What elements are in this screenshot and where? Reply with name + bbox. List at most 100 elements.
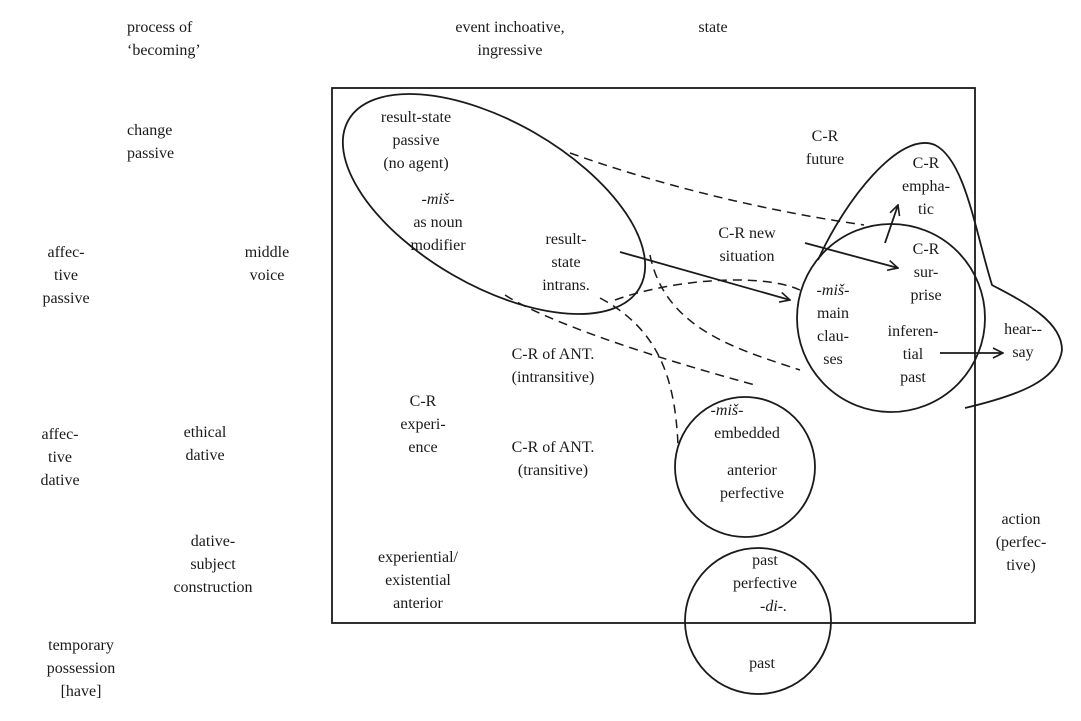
label-affective-passive-line-1: affec-: [47, 244, 85, 261]
label-cr-experience-line-3: ence: [408, 439, 438, 456]
label-inferential-past-line-2: tial: [902, 346, 924, 363]
label-mis-modifier-line-1: as noun: [413, 214, 463, 231]
label-inferential-past: inferen- tial past: [888, 320, 939, 389]
label-cr-experience-line-2: experi-: [400, 416, 446, 433]
label-change-passive: change passive: [127, 119, 174, 165]
label-anterior-perfective-line-1: anterior: [727, 462, 777, 479]
label-affective-dative-line-2: tive: [48, 449, 72, 466]
label-action-perfective-line-3: tive): [1006, 557, 1036, 574]
result-state-ellipse: [341, 93, 647, 315]
label-cr-new-situation: C-R new situation: [718, 222, 775, 268]
label-cr-surprise-line-2: sur-: [913, 264, 939, 281]
label-cr-emphatic-line-1: C-R: [912, 155, 940, 172]
label-affective-passive-line-3: passive: [42, 290, 90, 307]
label-action-perfective-line-2: (perfec-: [995, 534, 1047, 551]
label-cr-surprise-line-3: prise: [910, 287, 942, 304]
label-cr-ant-intransitive: C-R of ANT. (intransitive): [512, 343, 595, 389]
label-cr-emphatic-line-2: empha-: [902, 178, 950, 195]
label-cr-emphatic: C-R empha- tic: [902, 152, 950, 221]
label-result-state-intrans-line-3: intrans.: [542, 277, 590, 294]
label-result-state-passive: result-state passive (no agent): [381, 106, 451, 175]
dashed-link-to-emphatic: [569, 152, 865, 226]
label-past-perfective-line-2: perfective: [733, 575, 797, 592]
label-action-perfective-line-1: action: [1001, 511, 1041, 528]
label-cr-future-line-2: future: [805, 151, 845, 168]
label-event-inchoative-line-2: ingressive: [477, 42, 543, 59]
label-result-state-intrans: result- state intrans.: [542, 228, 590, 297]
label-cr-experience-line-1: C-R: [409, 393, 437, 410]
label-temporary-possession-line-3: [have]: [60, 683, 102, 700]
label-action-perfective: action (perfec- tive): [996, 508, 1047, 577]
label-middle-voice-line-2: voice: [249, 267, 285, 284]
label-anterior-perfective: anterior perfective: [720, 459, 784, 505]
label-event-inchoative: event inchoative, ingressive: [455, 16, 564, 62]
label-past-perfective: past perfective: [733, 549, 797, 595]
label-mis-main-marker: -miš-: [816, 282, 850, 299]
label-temporary-possession: temporary possession [have]: [47, 634, 115, 703]
label-cr-new-situation-line-1: C-R new: [718, 225, 776, 242]
label-cr-emphatic-line-3: tic: [917, 201, 934, 218]
arrow-intrans-to-main-clauses: [619, 251, 790, 300]
label-ethical-dative: ethical dative: [184, 421, 227, 467]
label-process-becoming-line-1: process of: [127, 19, 193, 36]
mis-embedded-circle: [674, 396, 816, 538]
label-cr-experience: C-R experi- ence: [400, 390, 445, 459]
label-state-line: state: [698, 19, 728, 36]
dashed-link-to-embedded-lower: [599, 297, 679, 446]
label-mis-modifier-line-2: modifier: [410, 237, 466, 254]
label-dative-subject-line-1: dative-: [190, 533, 236, 550]
label-inferential-past-line-3: past: [900, 369, 926, 386]
label-affective-dative: affec- tive dative: [40, 423, 79, 492]
label-change-passive-line-1: change: [127, 122, 173, 139]
label-past-perfective-line-1: past: [752, 552, 778, 569]
label-experiential-anterior-line-1: experiential/: [378, 549, 458, 566]
label-cr-ant-intransitive-line-2: (intransitive): [511, 369, 595, 386]
label-mis-main-clauses: -miš- main clau- ses: [817, 279, 850, 371]
label-dative-subject: dative- subject construction: [173, 530, 252, 599]
label-dative-subject-line-2: subject: [190, 556, 236, 573]
label-result-state-intrans-line-2: state: [551, 254, 581, 271]
label-cr-ant-transitive-line-2: (transitive): [517, 462, 589, 479]
label-anterior-perfective-line-2: perfective: [720, 485, 784, 502]
emphatic-hearsay-loop: [817, 142, 1063, 409]
label-cr-new-situation-line-2: situation: [719, 248, 775, 265]
label-cr-future: C-R future: [806, 125, 844, 171]
label-result-state-passive-line-1: result-state: [380, 109, 452, 126]
arrow-new-situation-to-surprise: [804, 242, 898, 268]
label-mis-modifier-marker: -miš-: [421, 191, 455, 208]
label-experiential-anterior: experiential/ existential anterior: [378, 546, 458, 615]
label-process-becoming: process of ‘becoming’: [127, 16, 201, 62]
label-mis-embedded: -miš- embedded: [711, 399, 784, 445]
label-ethical-dative-line-2: dative: [185, 447, 225, 464]
label-mis-main-line-2: clau-: [817, 328, 849, 345]
label-change-passive-line-2: passive: [127, 145, 175, 162]
dashed-link-to-embedded-upper: [504, 294, 756, 386]
label-hearsay-line-1: hear--: [1004, 321, 1042, 338]
arrow-surprise-to-emphatic: [884, 205, 898, 244]
label-inferential-past-line-1: inferen-: [887, 323, 939, 340]
label-cr-ant-intransitive-line-1: C-R of ANT.: [511, 346, 595, 363]
label-affective-dative-line-3: dative: [40, 472, 80, 489]
label-mis-embedded-line: embedded: [714, 425, 780, 442]
label-cr-surprise-line-1: C-R: [912, 241, 940, 258]
label-past-line: past: [749, 655, 775, 672]
label-process-becoming-line-2: ‘becoming’: [127, 42, 201, 59]
label-temporary-possession-line-2: possession: [46, 660, 116, 677]
label-affective-dative-line-1: affec-: [41, 426, 79, 443]
label-di-marker-line: -di-.: [760, 598, 788, 615]
label-experiential-anterior-line-3: anterior: [393, 595, 443, 612]
label-cr-ant-transitive-line-1: C-R of ANT.: [511, 439, 595, 456]
label-dative-subject-line-3: construction: [173, 579, 253, 596]
label-middle-voice-line-1: middle: [244, 244, 290, 261]
label-middle-voice: middle voice: [245, 241, 289, 287]
label-cr-ant-transitive: C-R of ANT. (transitive): [512, 436, 595, 482]
label-mis-embedded-marker: -miš-: [710, 402, 744, 419]
label-event-inchoative-line-1: event inchoative,: [455, 19, 565, 36]
dashed-link-to-main-clauses: [614, 279, 801, 301]
label-experiential-anterior-line-2: existential: [385, 572, 451, 589]
label-cr-future-line-1: C-R: [811, 128, 839, 145]
dashed-link-intrans-to-main: [649, 254, 801, 371]
label-mis-main-line-1: main: [816, 305, 849, 322]
